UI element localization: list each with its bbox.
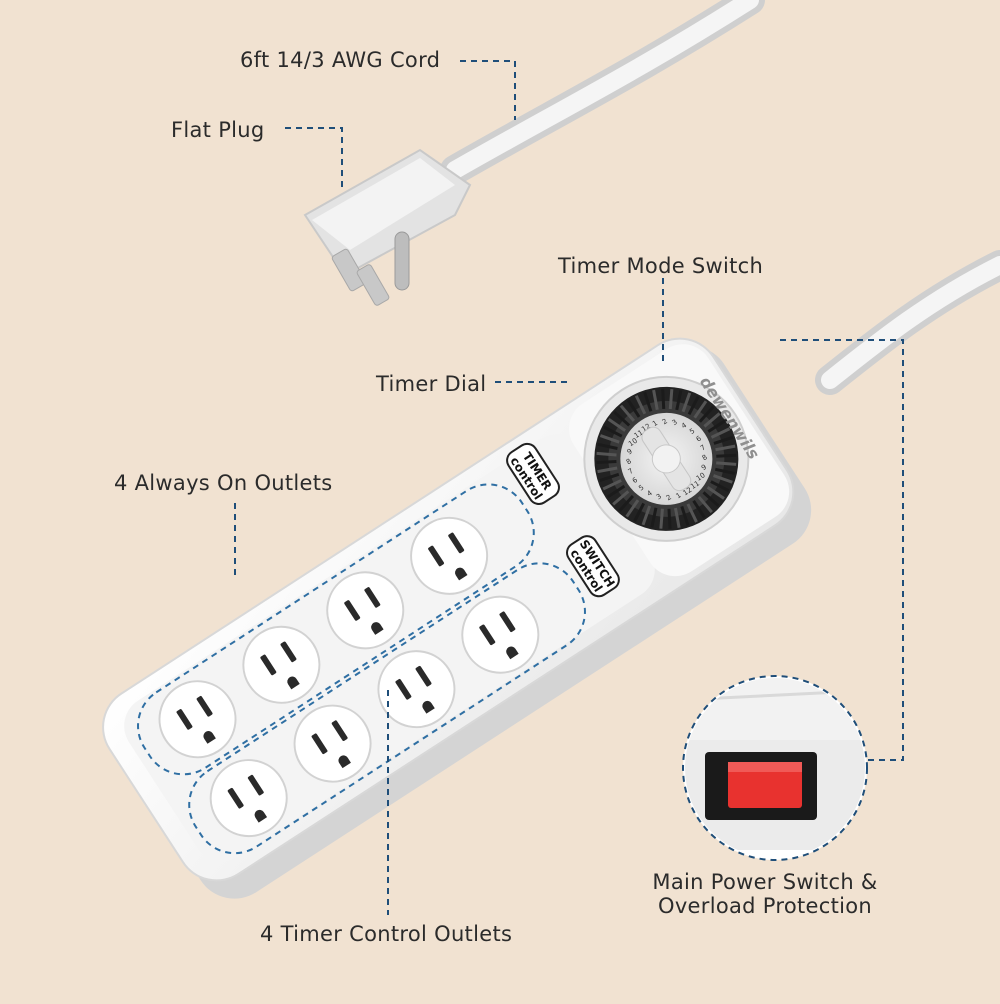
svg-text:6: 6 [695, 434, 704, 443]
svg-text:10: 10 [695, 471, 707, 483]
callout-power-switch-line1: Main Power Switch & [652, 870, 878, 894]
svg-text:2: 2 [665, 493, 673, 502]
timer-control-outlet [461, 595, 540, 674]
timer-control-outlet [293, 704, 372, 783]
svg-text:7: 7 [627, 467, 635, 476]
svg-text:1: 1 [651, 419, 659, 428]
timer-control-outlet [209, 759, 288, 838]
callout-power-switch: Main Power Switch & Overload Protection [640, 870, 890, 918]
svg-text:6: 6 [631, 476, 640, 485]
svg-text:9: 9 [700, 463, 708, 472]
callout-timer-dial: Timer Dial [376, 372, 487, 396]
timer-control-label: TIMER control [506, 442, 560, 505]
always-on-outlet [410, 516, 489, 595]
svg-text:12: 12 [682, 486, 694, 498]
svg-text:3: 3 [655, 492, 663, 501]
svg-text:8: 8 [625, 457, 633, 466]
callout-timer-mode-switch: Timer Mode Switch [558, 254, 764, 278]
power-switch-zoom [682, 675, 868, 861]
svg-text:11: 11 [689, 479, 701, 491]
svg-text:4: 4 [646, 489, 655, 498]
leader-lines [234, 60, 904, 915]
timer-control-outlet [377, 650, 456, 729]
svg-text:2: 2 [661, 417, 669, 426]
svg-text:10: 10 [627, 437, 639, 449]
svg-text:8: 8 [701, 453, 709, 462]
svg-text:11: 11 [633, 429, 645, 441]
svg-text:9: 9 [626, 447, 634, 456]
svg-text:12: 12 [640, 422, 652, 434]
svg-text:5: 5 [637, 483, 645, 492]
callout-timer-outlets: 4 Timer Control Outlets [260, 922, 513, 946]
callout-cord: 6ft 14/3 AWG Cord [240, 48, 441, 72]
svg-text:1: 1 [675, 491, 683, 500]
svg-text:5: 5 [688, 427, 696, 436]
callout-flat-plug: Flat Plug [171, 118, 265, 142]
svg-text:7: 7 [699, 443, 707, 452]
svg-text:4: 4 [680, 421, 689, 430]
callout-power-switch-line2: Overload Protection [657, 894, 872, 918]
flat-plug [303, 148, 472, 306]
always-on-outlet [242, 625, 321, 704]
main-power-switch[interactable] [728, 762, 802, 808]
always-on-outlet [326, 571, 405, 650]
always-on-outlet [158, 680, 237, 759]
callout-always-on-outlets: 4 Always On Outlets [114, 471, 333, 495]
svg-text:3: 3 [671, 418, 679, 427]
